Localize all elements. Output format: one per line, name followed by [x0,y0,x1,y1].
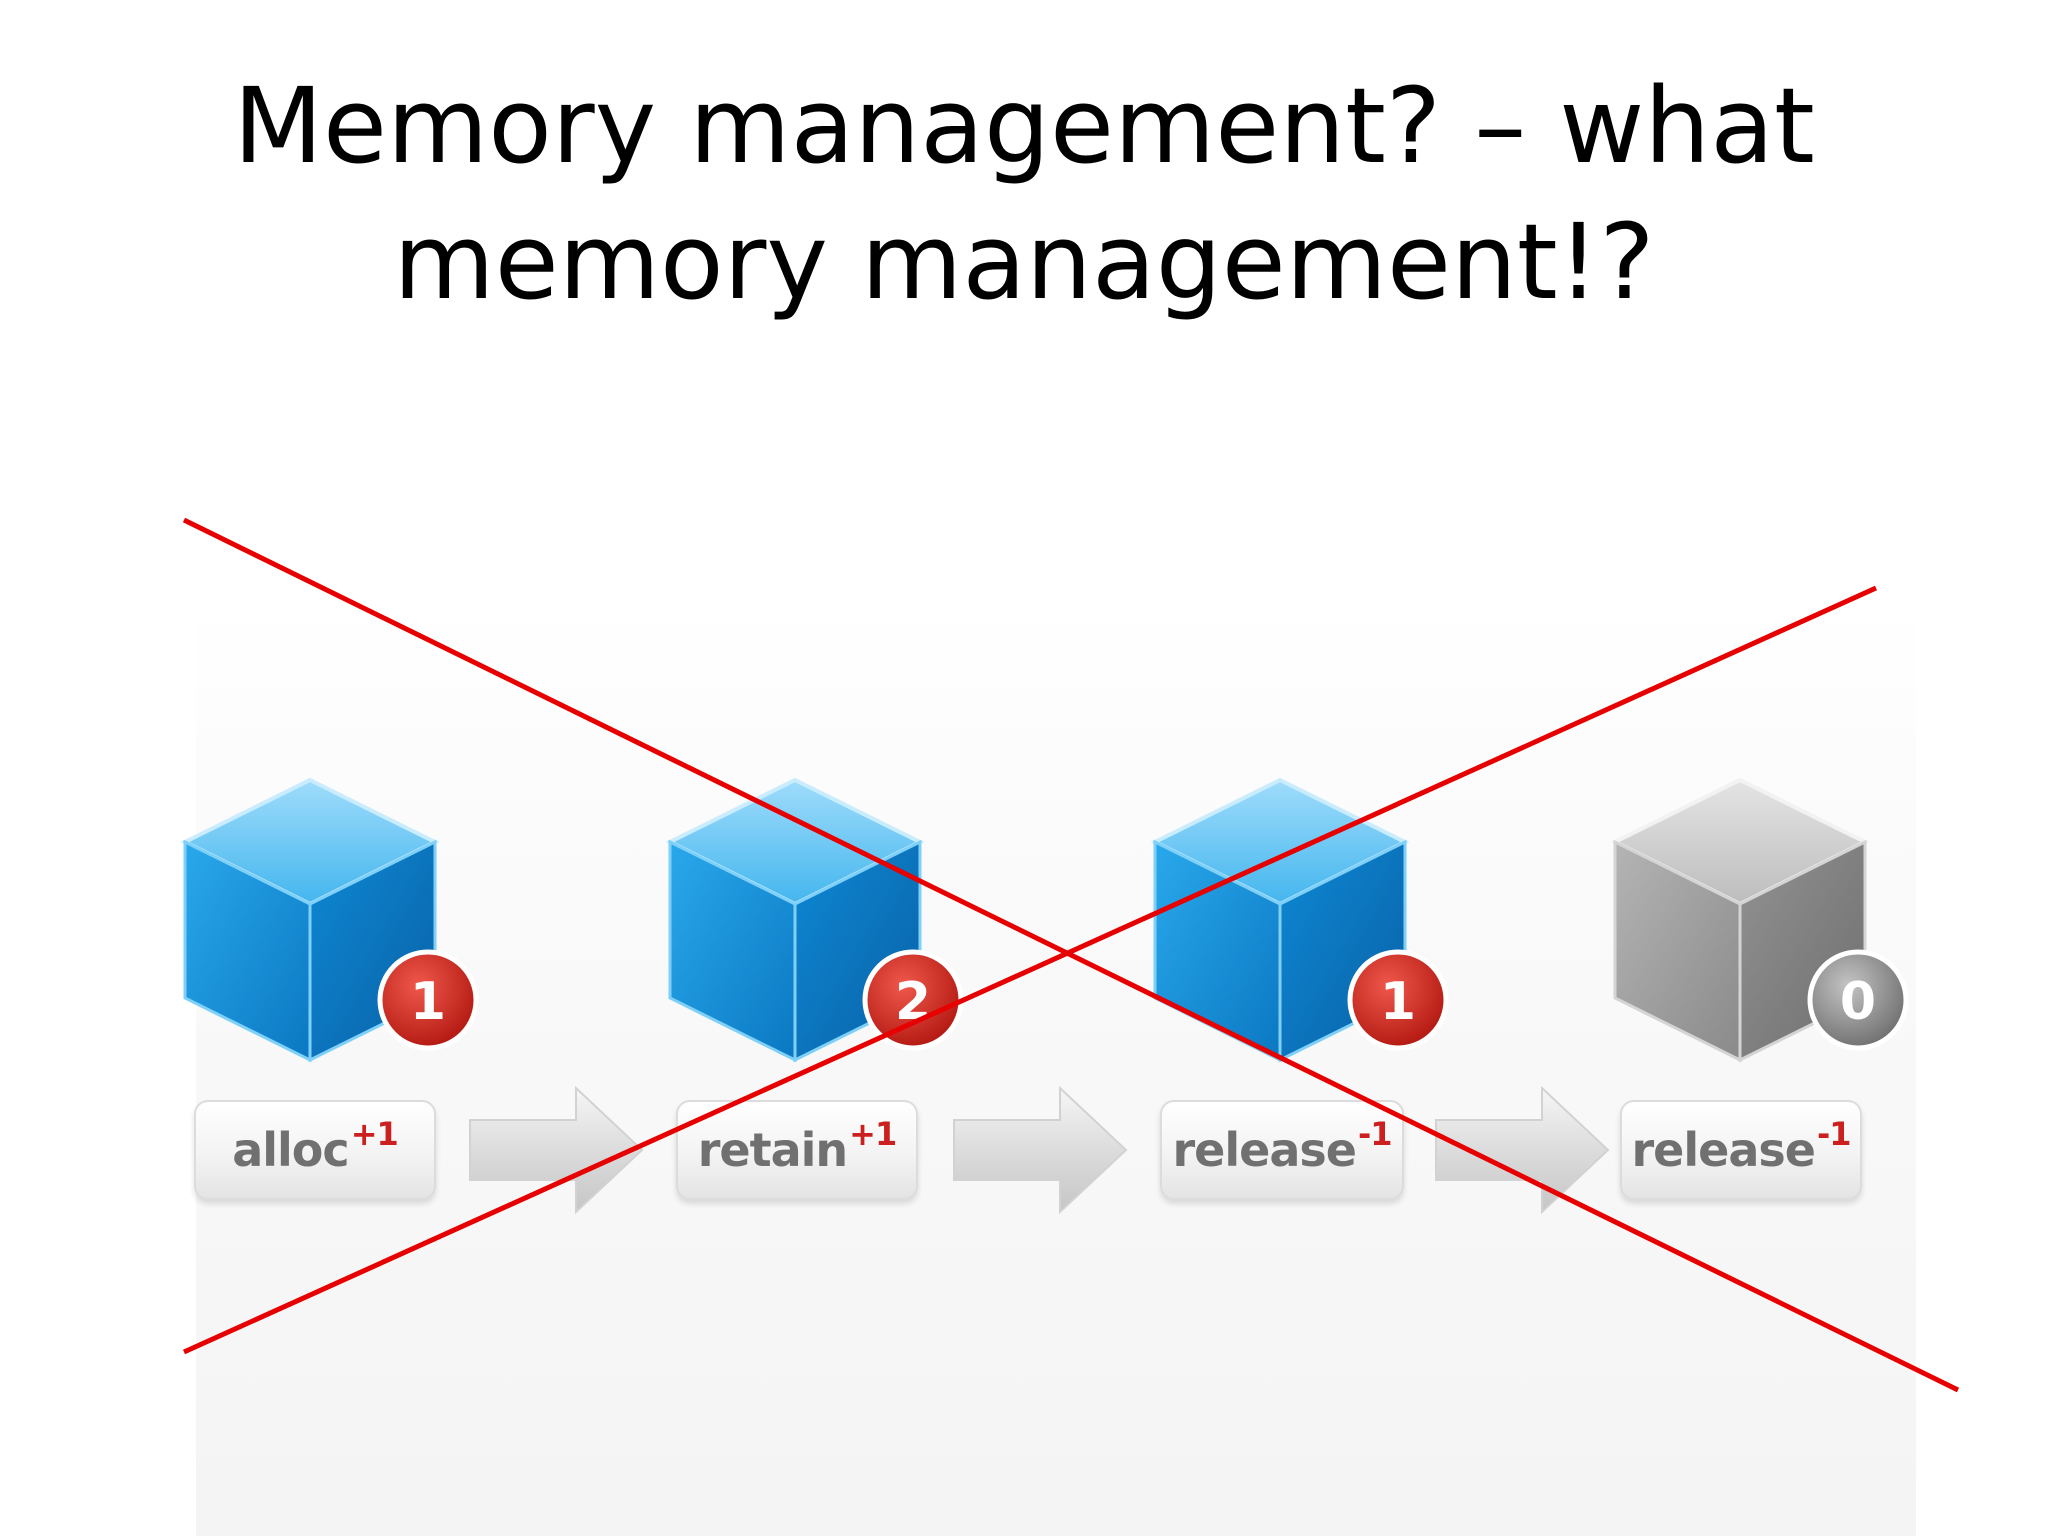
operation-delta-1: +1 [350,1115,399,1153]
object-cube-3: 1 [1150,777,1449,1063]
operation-delta-3: -1 [1357,1115,1393,1153]
object-cube-2: 2 [665,777,964,1063]
object-cube-1: 1 [180,777,479,1063]
retain-count-badge-2: 2 [862,949,964,1051]
operation-delta-4: -1 [1816,1115,1852,1153]
operation-name-4: release [1631,1123,1815,1177]
arrow-right-icon [953,1085,1128,1215]
retain-count-badge-1: 1 [377,949,479,1051]
operation-name-2: retain [697,1123,848,1177]
retain-count-badge-4: 0 [1807,949,1909,1051]
arrow-right-icon [469,1085,644,1215]
operation-name-1: alloc [232,1123,349,1177]
operation-label-release-1: release-1 [1160,1100,1404,1200]
operation-name-3: release [1172,1123,1356,1177]
operation-label-alloc: alloc+1 [194,1100,436,1200]
retain-count-badge-3: 1 [1347,949,1449,1051]
title-line-1: Memory management? – what [233,65,1815,187]
object-cube-4: 0 [1610,777,1909,1063]
slide-title: Memory management? – what memory managem… [0,58,2048,330]
operation-label-retain: retain+1 [676,1100,918,1200]
operation-delta-2: +1 [849,1115,897,1153]
retain-count-2: 2 [895,972,931,1032]
arrow-right-icon [1435,1085,1610,1215]
operation-label-release-2: release-1 [1620,1100,1862,1200]
retain-count-3: 1 [1380,972,1416,1032]
retain-count-4: 0 [1840,972,1876,1032]
retain-count-1: 1 [410,972,446,1032]
title-line-2: memory management!? [393,201,1655,323]
